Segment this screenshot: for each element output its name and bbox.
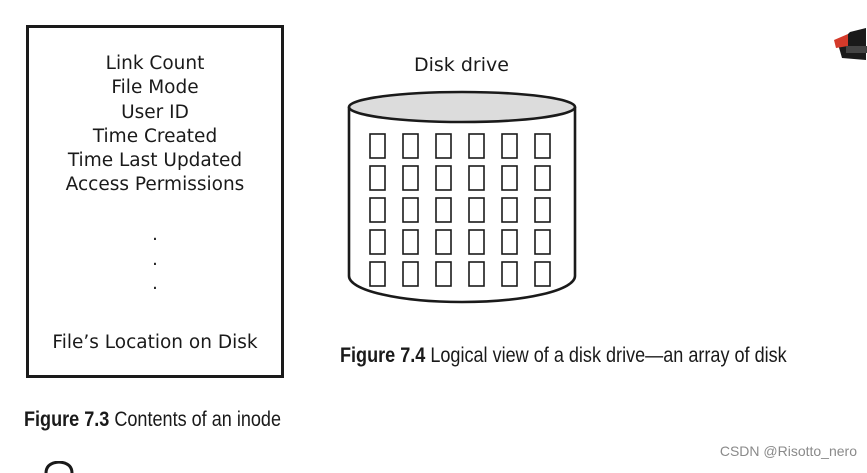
figure-number: Figure 7.3 [24,408,110,431]
disk-block [369,261,386,287]
disk-block [468,165,485,191]
disk-block [369,229,386,255]
disk-block [402,165,419,191]
disk-block [435,197,452,223]
disk-block [468,261,485,287]
disk-block [435,261,452,287]
ellipsis-dot: . [152,273,158,294]
disk-drive-cylinder [347,90,577,304]
caption-text: Logical view of a disk drive—an array of… [430,344,787,367]
disk-block [402,133,419,159]
disk-block [402,197,419,223]
disk-block [501,165,518,191]
disk-block [435,165,452,191]
inode-field: Link Count [105,53,205,74]
disk-block [402,229,419,255]
disk-block [369,133,386,159]
disk-block [369,165,386,191]
figure-7-4-caption: Figure 7.4 Logical view of a disk drive—… [340,344,787,368]
disk-block [501,261,518,287]
disk-block [369,197,386,223]
inode-ellipsis: . . . [29,223,281,297]
disk-block [534,197,551,223]
caption-text: Contents of an inode [114,408,282,431]
inode-field-list: Link Count File Mode User ID Time Create… [29,52,281,198]
figure-number: Figure 7.4 [340,344,426,367]
disk-block [534,229,551,255]
cropped-bottom-icon [44,461,74,473]
inode-location-field: File’s Location on Disk [52,332,258,353]
disk-block [435,229,452,255]
disk-block [402,261,419,287]
disk-block [435,133,452,159]
disk-block-grid [369,133,551,287]
cylinder-top [347,90,577,124]
watermark: CSDN @Risotto_nero [719,443,857,459]
disk-block [468,133,485,159]
ellipsis-dot: . [152,224,158,245]
disk-block [534,261,551,287]
cropped-corner-icon [834,28,867,60]
inode-box: Link Count File Mode User ID Time Create… [26,25,284,378]
inode-field: Access Permissions [65,174,245,196]
disk-title: Disk drive [414,54,509,76]
disk-block [501,133,518,159]
inode-field: Time Last Updated [67,150,243,172]
disk-block [534,133,551,159]
disk-block [501,197,518,223]
inode-field: Time Created [92,125,218,147]
inode-field: User ID [121,101,189,123]
disk-block [501,229,518,255]
inode-field: File Mode [111,77,199,99]
disk-block [534,165,551,191]
ellipsis-dot: . [152,248,158,270]
disk-block [468,229,485,255]
figure-7-3-caption: Figure 7.3 Contents of an inode [24,408,281,432]
disk-block [468,197,485,223]
